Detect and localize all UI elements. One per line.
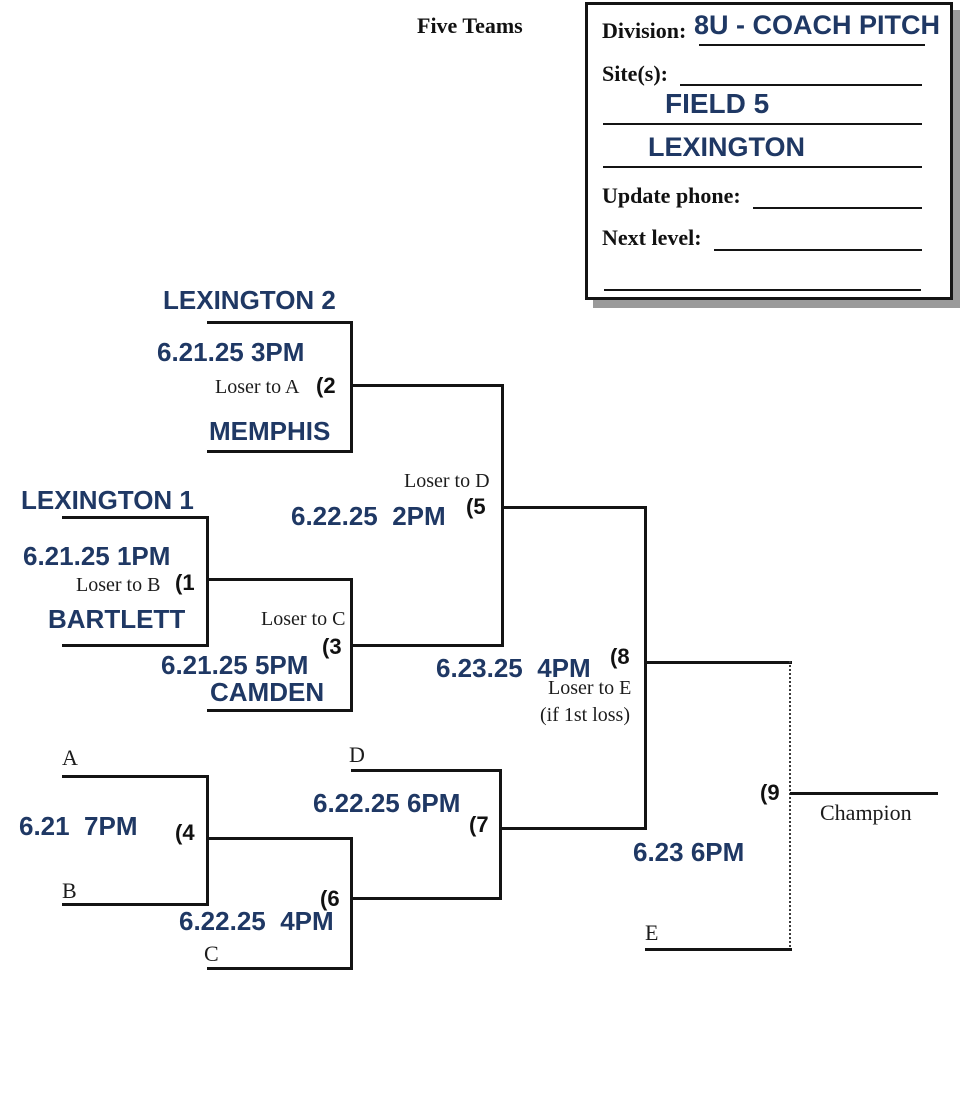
game7-top-line (351, 769, 501, 772)
game2-winner-line (351, 384, 503, 387)
game8-number: (8 (610, 644, 630, 669)
game7-slot-top: D (349, 742, 365, 767)
game5-number: (5 (466, 494, 486, 519)
game4-winner-line (207, 837, 353, 840)
game7-winner-line (500, 827, 646, 830)
game2-datetime: 6.21.25 3PM (157, 337, 305, 367)
game4-vertical-line (206, 775, 209, 906)
game2-bottom-line (207, 450, 353, 453)
division-underline (699, 44, 925, 46)
blank-underline (604, 289, 921, 291)
game2-number: (2 (316, 373, 336, 398)
slot-e-line (645, 948, 792, 951)
game4-top-line (62, 775, 209, 778)
game8-loser-note-2: (if 1st loss) (540, 704, 630, 726)
game5-datetime: 6.22.25 2PM (291, 501, 446, 531)
game5-winner-line (502, 506, 647, 509)
sites-label: Site(s): (602, 61, 668, 86)
game7-number: (7 (469, 812, 489, 837)
site-line-2: LEXINGTON (648, 132, 806, 162)
game6-winner-line (351, 897, 501, 900)
game7-datetime: 6.22.25 6PM (313, 788, 461, 818)
game3-loser-note: Loser to C (261, 608, 346, 630)
game1-top-line (62, 516, 209, 519)
game1-datetime: 6.21.25 1PM (23, 541, 171, 571)
game4-datetime: 6.21 7PM (19, 811, 138, 841)
game1-vertical-line (206, 516, 209, 647)
game5-vertical-line (501, 384, 504, 647)
champion-line (790, 792, 938, 795)
game2-top-line (207, 321, 353, 324)
game9-slot-bottom: E (645, 920, 659, 945)
update-phone-underline (753, 207, 922, 209)
site2-underline (603, 166, 922, 168)
game9-vertical-line (789, 661, 791, 951)
game3-datetime: 6.21.25 5PM (161, 650, 309, 680)
game8-winner-line (645, 661, 792, 664)
game3-number: (3 (322, 634, 342, 659)
update-phone-label: Update phone: (602, 183, 741, 208)
game6-bottom-line (207, 967, 353, 970)
champion-label: Champion (820, 800, 912, 825)
game4-bottom-line (62, 903, 209, 906)
game6-vertical-line (350, 837, 353, 970)
game7-vertical-line (499, 769, 502, 900)
division-info-box: Division: 8U - COACH PITCH Site(s): FIEL… (585, 2, 953, 300)
game1-team-bottom: BARTLETT (48, 604, 186, 634)
game1-loser-note: Loser to B (76, 574, 161, 596)
game1-bottom-line (62, 644, 209, 647)
division-value: 8U - COACH PITCH (694, 10, 941, 40)
game8-datetime: 6.23.25 4PM (436, 653, 591, 683)
site-line-1: FIELD 5 (665, 88, 770, 119)
game4-number: (4 (175, 820, 195, 845)
game9-number: (9 (760, 780, 780, 805)
game6-slot-bottom: C (204, 941, 219, 966)
next-level-underline (714, 249, 922, 251)
game6-number: (6 (320, 886, 340, 911)
game2-team-top: LEXINGTON 2 (163, 285, 336, 315)
game2-team-bottom: MEMPHIS (209, 416, 331, 446)
game3-bottom-line (207, 709, 353, 712)
game3-team-bottom: CAMDEN (210, 677, 325, 707)
game2-vertical-line (350, 321, 353, 453)
game3-winner-line (351, 644, 503, 647)
site1-underline (603, 123, 922, 125)
game6-datetime: 6.22.25 4PM (179, 906, 334, 936)
sites-underline (680, 84, 922, 86)
game2-loser-note: Loser to A (215, 376, 300, 398)
game4-slot-top: A (62, 745, 78, 770)
five-teams-label: Five Teams (417, 13, 523, 38)
game1-team-top: LEXINGTON 1 (21, 485, 194, 515)
next-level-label: Next level: (602, 225, 702, 250)
game1-number: (1 (175, 570, 195, 595)
game5-loser-note: Loser to D (404, 470, 490, 492)
game9-datetime: 6.23 6PM (633, 837, 745, 867)
division-label: Division: (602, 18, 687, 43)
game8-loser-note: Loser to E (548, 677, 632, 699)
game8-vertical-line (644, 506, 647, 830)
game1-winner-line (207, 578, 353, 581)
game4-slot-bottom: B (62, 878, 77, 903)
